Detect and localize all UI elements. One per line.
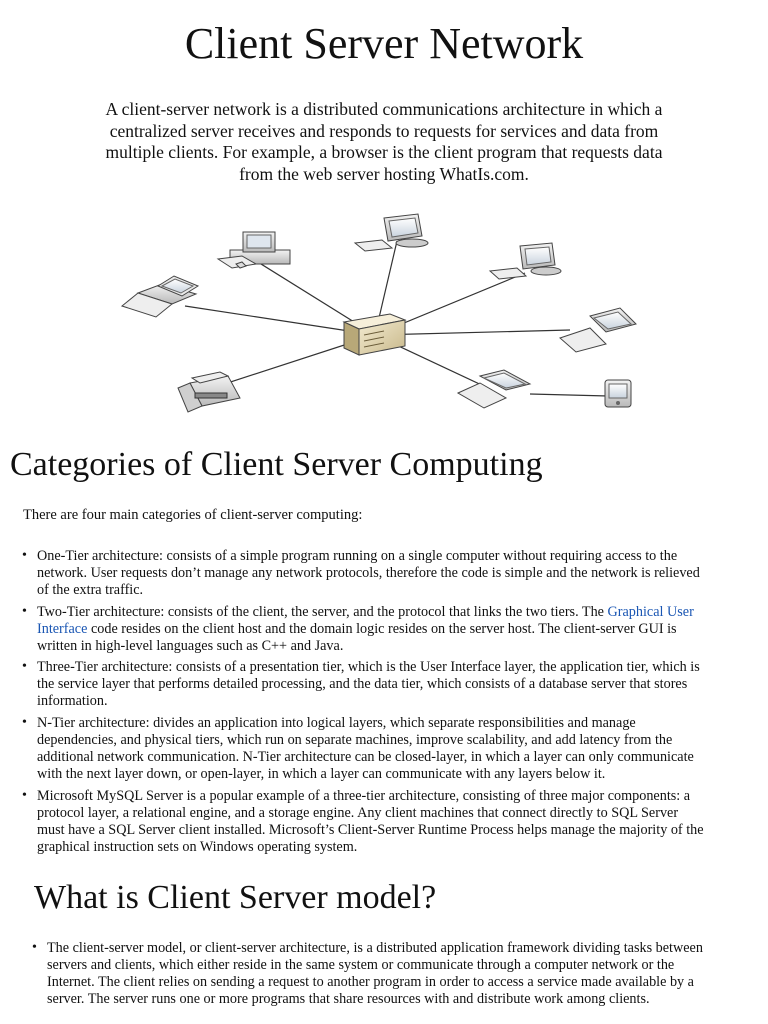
network-diagram	[120, 213, 637, 413]
printer-icon	[177, 371, 241, 413]
bullet-icon: •	[32, 940, 37, 955]
categories-heading: Categories of Client Server Computing	[10, 446, 543, 483]
page-title: Client Server Network	[184, 19, 584, 68]
list-item: • Microsoft MySQL Server is a popular ex…	[0, 788, 768, 856]
bullet-icon: •	[22, 548, 27, 563]
gui-link[interactable]: Graphical User Interface	[37, 603, 694, 637]
desktop-computer-icon	[216, 231, 291, 269]
laptop-icon	[559, 307, 637, 353]
bullet-icon: •	[22, 659, 27, 675]
server-icon	[342, 313, 407, 356]
list-item-text: One-Tier architecture: consists of a sim…	[37, 548, 700, 598]
model-list: • The client-server model, or client-ser…	[0, 940, 768, 1013]
list-item-text: code resides on the client host and the …	[37, 620, 677, 654]
monitor-icon	[353, 213, 429, 252]
bullet-icon: •	[22, 715, 27, 731]
list-item: • Three-Tier architecture: consists of a…	[0, 659, 768, 710]
list-item-text: Microsoft MySQL Server is a popular exam…	[37, 787, 704, 855]
laptop-icon	[456, 369, 532, 409]
categories-list-viewport: • One-Tier architecture: consists of a s…	[0, 548, 768, 865]
categories-intro: There are four main categories of client…	[23, 507, 363, 523]
laptop-icon	[120, 275, 200, 318]
list-item-text: N-Tier architecture: divides an applicat…	[37, 715, 694, 782]
handheld-device-icon	[604, 379, 632, 408]
list-item: • One-Tier architecture: consists of a s…	[0, 548, 768, 599]
monitor-icon	[488, 242, 562, 280]
list-item: • Two-Tier architecture: consists of the…	[0, 604, 768, 655]
list-item: • The client-server model, or client-ser…	[0, 940, 768, 1008]
bullet-icon: •	[22, 787, 27, 803]
intro-paragraph: A client-server network is a distributed…	[105, 99, 663, 184]
list-item: • N-Tier architecture: divides an applic…	[0, 715, 768, 783]
categories-list: • One-Tier architecture: consists of a s…	[0, 548, 768, 860]
model-heading: What is Client Server model?	[34, 879, 437, 916]
bullet-icon: •	[22, 603, 27, 619]
list-item-text: The client-server model, or client-serve…	[47, 940, 703, 1007]
list-item-text: Three-Tier architecture: consists of a p…	[37, 659, 700, 710]
list-item-text: Two-Tier architecture: consists of the c…	[37, 603, 608, 620]
